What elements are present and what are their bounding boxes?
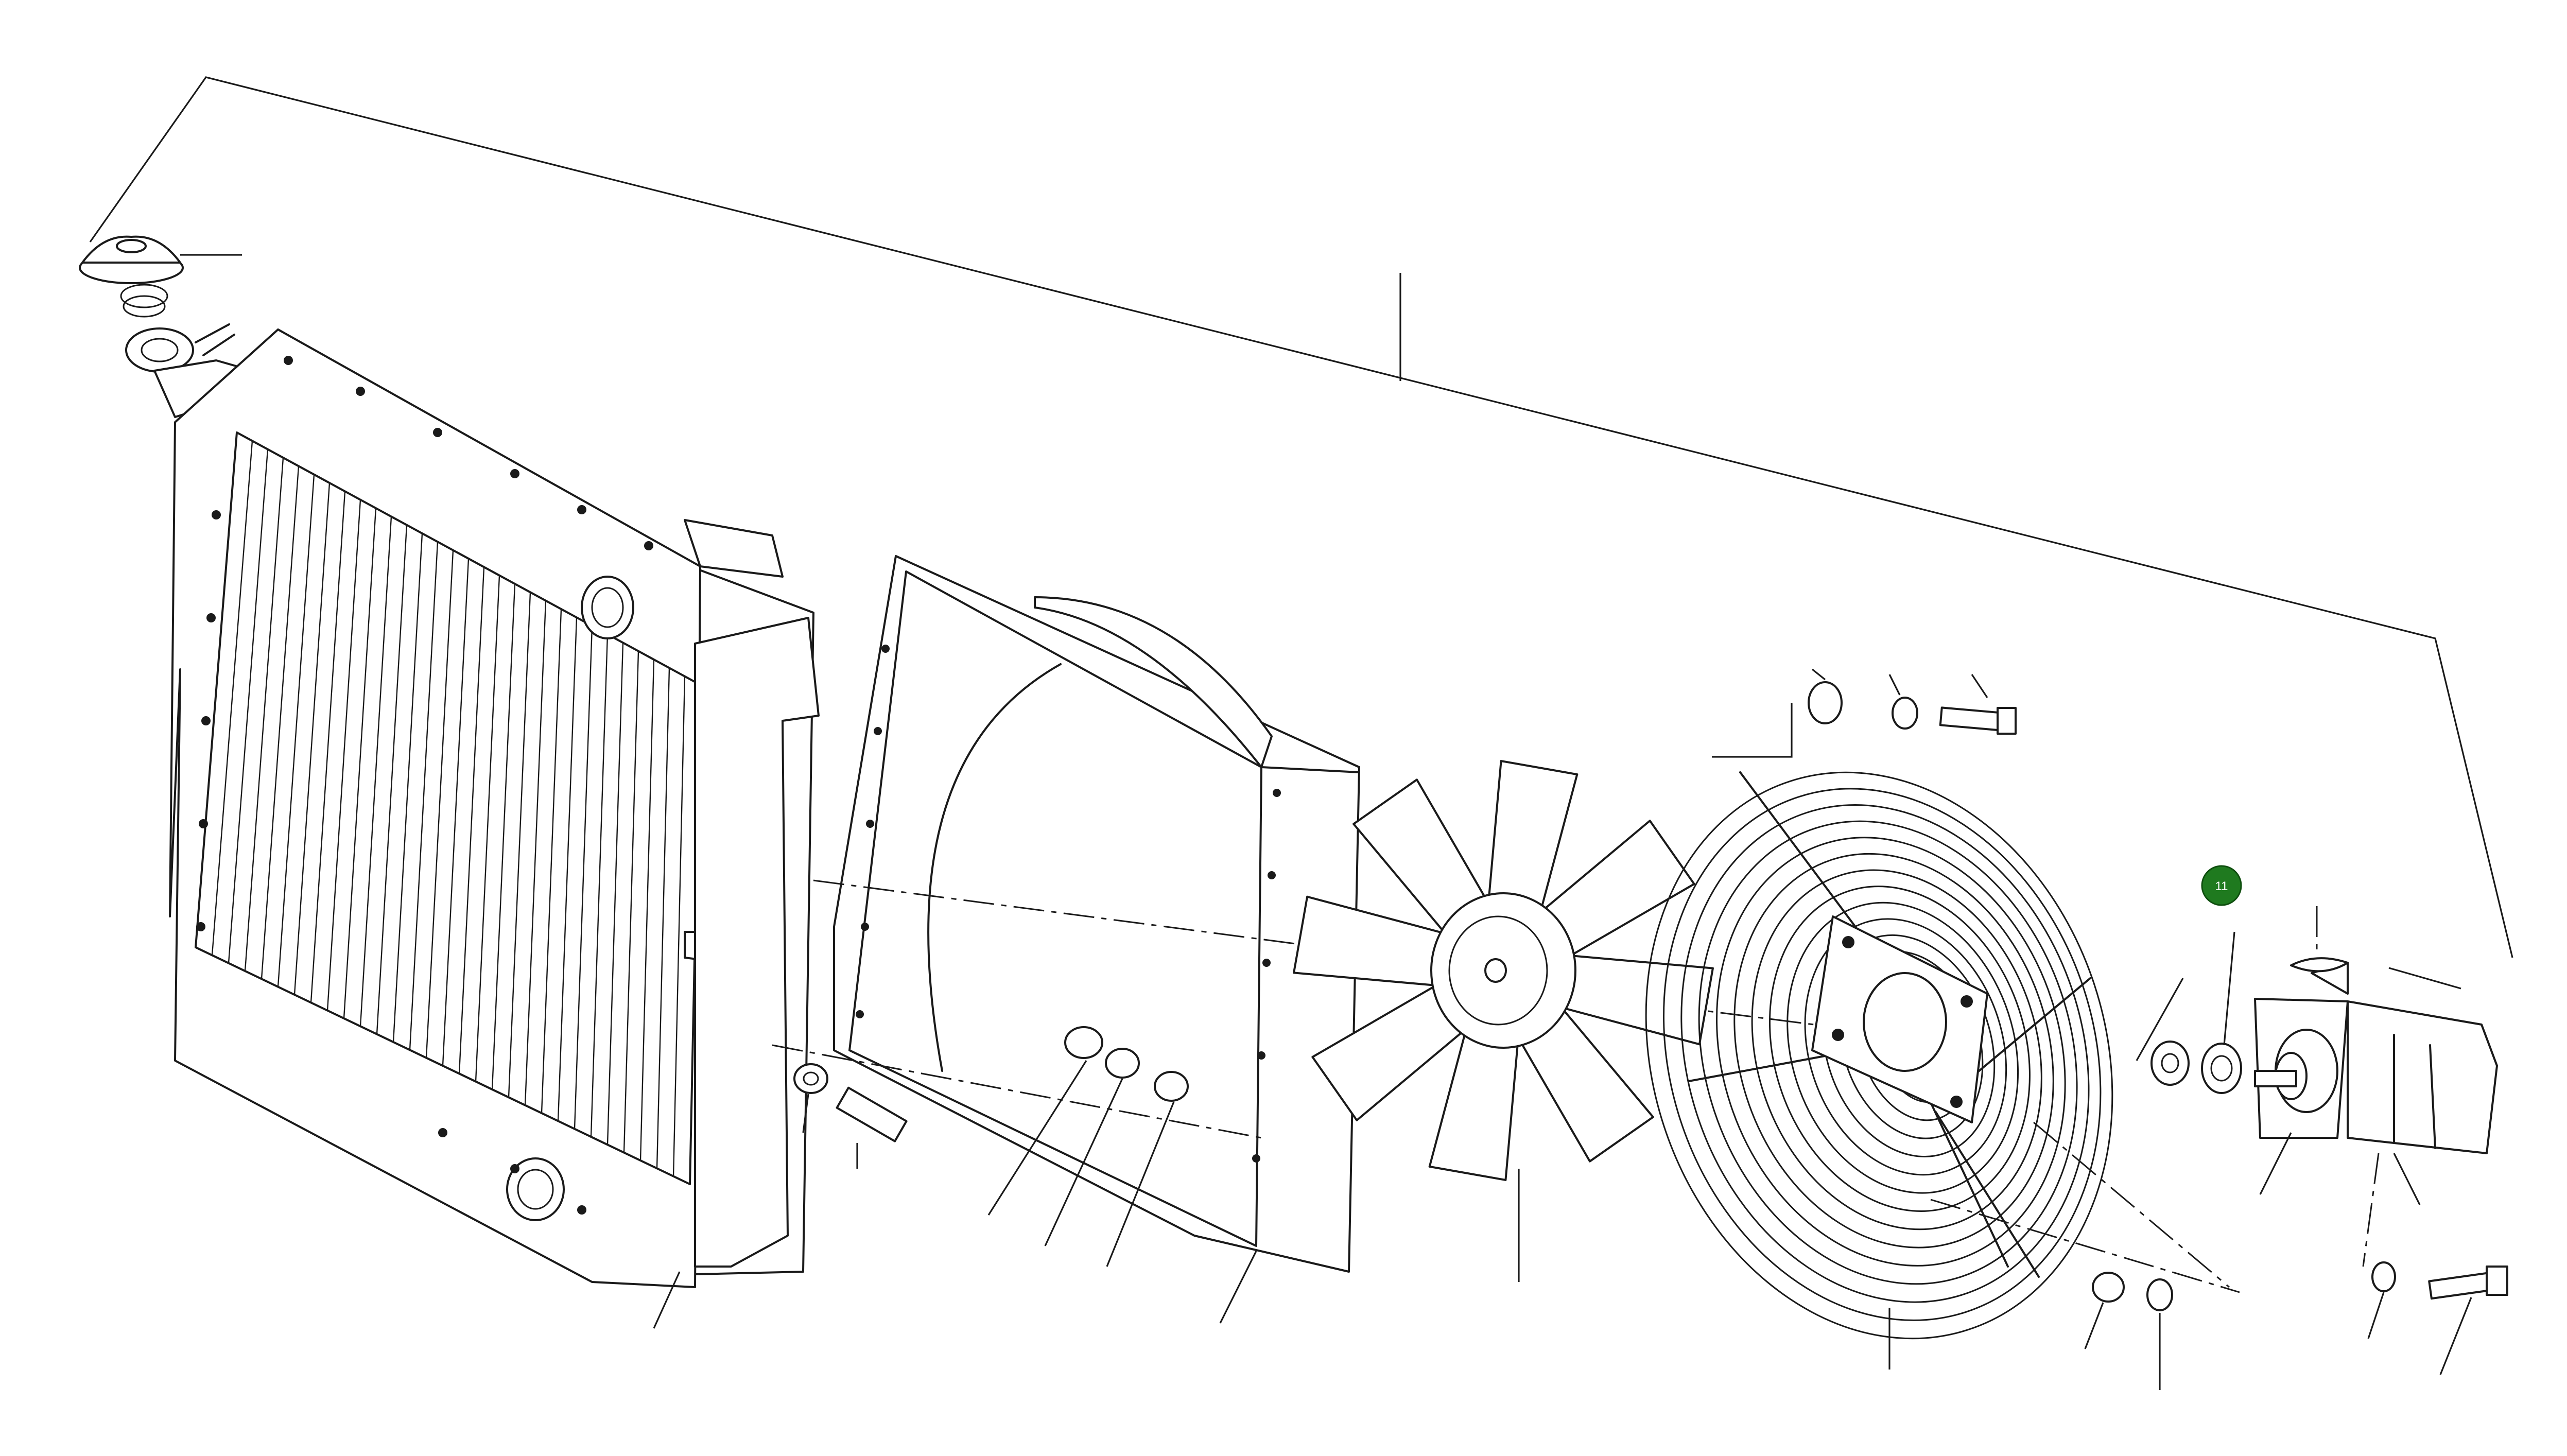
guard-plate-hole (1832, 1029, 1844, 1041)
guard-plate-hole (1950, 1096, 1963, 1108)
guard-ring (1751, 869, 2042, 1230)
assembly-bracket-line (89, 76, 2513, 958)
radiator-icon (169, 328, 820, 1329)
frame-bolt-hole (206, 613, 216, 622)
fan-hub-bore (1484, 958, 1507, 983)
frame-bolt-hole (577, 1205, 586, 1215)
radiator-fin (228, 449, 269, 963)
guard-center-hole (1863, 972, 1947, 1072)
washer-11 (2201, 1043, 2242, 1094)
frame-bolt-hole (199, 819, 208, 828)
radiator-fin (343, 508, 377, 1019)
radiator-fin (541, 609, 562, 1114)
radiator-fin (261, 466, 300, 979)
radiator-fin (606, 643, 624, 1145)
motor-bolts (2367, 1261, 2508, 1375)
radiator-fin (458, 567, 485, 1074)
radiator-fin (656, 668, 670, 1169)
guard-spoke (1966, 977, 2091, 1082)
guard-spoke (1924, 1090, 2009, 1268)
radiator-fin (574, 626, 593, 1129)
guard-top-fasteners (1712, 668, 2017, 758)
radiator-fin (376, 525, 408, 1034)
shroud-hole (1262, 959, 1271, 967)
radiator-fin (491, 583, 516, 1090)
radiator-fin (293, 482, 331, 995)
guard-plate-hole (1961, 995, 1973, 1008)
shroud-hole (1268, 871, 1276, 879)
frame-bolt-hole (212, 510, 221, 519)
guard-ring (1787, 902, 2019, 1194)
frame-bolt-hole (510, 469, 519, 478)
frame-bolt-hole (577, 505, 586, 514)
frame-bolt-hole (433, 428, 442, 437)
radiator-fin (359, 516, 392, 1027)
radiator-fin (409, 542, 439, 1050)
hydraulic-motor-icon (2254, 906, 2498, 1267)
guard-ring (1662, 788, 2102, 1321)
callout-11[interactable]: 11 (2201, 865, 2242, 906)
guard-ring (1768, 886, 2031, 1212)
shroud-hole (874, 727, 882, 735)
radiator-fin (211, 441, 253, 956)
radiator-fin (442, 558, 470, 1066)
fan-blade-icon (1293, 760, 1714, 1181)
frame-bolt-hole (356, 387, 365, 396)
shroud-hole (1273, 789, 1281, 797)
shroud-hole (1252, 1154, 1260, 1163)
fan-shroud-icon (833, 555, 1360, 1324)
radiator-fin (244, 457, 284, 972)
radiator-fin (524, 600, 547, 1105)
fan-guard-icon (1645, 771, 2113, 1340)
guard-ring (1804, 918, 2007, 1176)
frame-bolt-hole (644, 541, 653, 550)
radiator-fin (425, 550, 454, 1058)
motor-nut-washer (2136, 931, 2242, 1094)
frame-bolt-hole (438, 1128, 447, 1137)
radiator-fin (590, 634, 609, 1137)
radiator-cap-icon (79, 235, 242, 318)
guard-bottom-fasteners (2084, 1272, 2173, 1390)
radiator-fin (639, 659, 655, 1161)
frame-bolt-hole (284, 356, 293, 365)
shroud-hole (881, 645, 890, 653)
guard-spoke (1935, 1111, 2040, 1278)
fan-hub-ring (1448, 915, 1548, 1026)
shroud-fasteners (793, 1026, 1189, 1267)
radiator-fin (392, 533, 423, 1043)
shroud-hole (856, 1010, 864, 1018)
frame-bolt-hole (201, 716, 211, 725)
shroud-hole (1257, 1051, 1265, 1060)
radiator-fin (310, 491, 346, 1003)
radiator-fin (326, 499, 361, 1011)
frame-bolt-hole (510, 1164, 519, 1173)
shroud-hole (861, 923, 869, 931)
guard-ring (1733, 853, 2054, 1249)
radiator-fin (195, 432, 238, 948)
guard-ring (1715, 837, 2066, 1267)
radiator-fin (508, 592, 531, 1098)
frame-bolt-hole (196, 922, 205, 931)
radiator-fin (623, 651, 639, 1153)
callout-11-badge[interactable] (2201, 865, 2242, 906)
shroud-hole (866, 820, 874, 828)
callout-11-label: 11 (2215, 879, 2228, 893)
radiator-fin (475, 575, 500, 1082)
guard-ring (1645, 771, 2113, 1340)
radiator-fin (277, 474, 315, 987)
radiator-fin (672, 676, 686, 1176)
radiator-fin (557, 617, 578, 1121)
guard-ring (1698, 820, 2078, 1285)
guard-plate-hole (1842, 936, 1854, 948)
